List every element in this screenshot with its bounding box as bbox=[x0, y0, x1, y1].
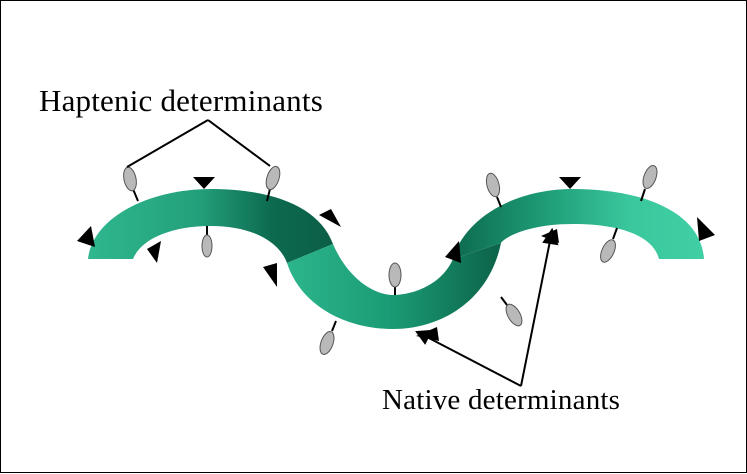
native-determinants-label: Native determinants bbox=[382, 384, 621, 416]
native-marker bbox=[147, 241, 161, 263]
hapten-marker bbox=[600, 227, 618, 263]
native-marker bbox=[697, 217, 715, 241]
protein-ribbon bbox=[88, 189, 704, 329]
native-marker bbox=[445, 241, 461, 263]
hapten-marker bbox=[485, 172, 502, 208]
haptenic-determinants bbox=[123, 165, 658, 355]
native-marker bbox=[559, 177, 581, 189]
hapten-marker bbox=[123, 166, 139, 202]
hapten-marker bbox=[201, 226, 213, 258]
native-marker bbox=[263, 263, 277, 287]
hapten-marker bbox=[265, 165, 281, 202]
hapten-marker bbox=[500, 296, 523, 327]
hapten-marker bbox=[319, 320, 337, 355]
ribbon-right-arch bbox=[453, 189, 704, 259]
ribbon-left-arch bbox=[88, 189, 333, 263]
native-arrows bbox=[415, 227, 559, 387]
native-marker bbox=[77, 226, 95, 247]
hapten-marker bbox=[640, 165, 658, 202]
hapten-marker bbox=[388, 262, 402, 295]
native-marker bbox=[193, 177, 215, 189]
native-marker bbox=[319, 209, 341, 227]
ribbon-middle-dip bbox=[287, 243, 501, 329]
haptenic-leader-lines bbox=[126, 119, 271, 168]
haptenic-determinants-label: Haptenic determinants bbox=[39, 83, 323, 118]
